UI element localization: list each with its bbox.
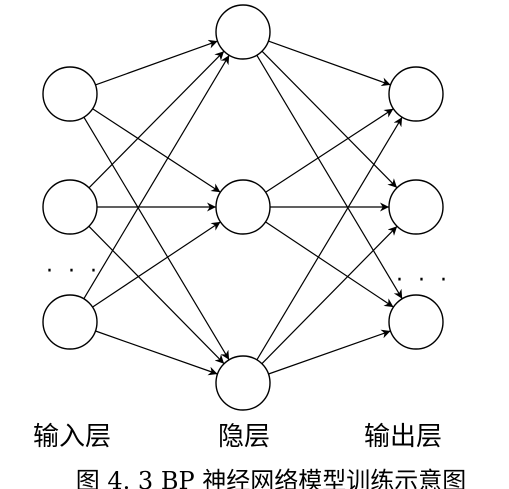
output-ellipsis: · · · bbox=[396, 268, 451, 293]
edge-hidden-1-to-output-1 bbox=[268, 40, 391, 87]
input-ellipsis: · · · bbox=[46, 259, 101, 284]
edge-hidden-2-to-output-3 bbox=[265, 221, 394, 308]
edge-hidden-3-to-output-1 bbox=[256, 116, 403, 361]
edge-input-3-to-hidden-2 bbox=[92, 221, 221, 308]
hidden-layer-label: 隐层 bbox=[218, 422, 270, 452]
edge-hidden-2-to-output-1 bbox=[265, 108, 394, 193]
neurons bbox=[42, 4, 444, 411]
output-neuron-3 bbox=[388, 294, 444, 350]
input-neuron-3 bbox=[42, 294, 98, 350]
edge-input-2-to-hidden-1 bbox=[88, 50, 225, 189]
input-neuron-1 bbox=[42, 66, 98, 122]
edge-hidden-3-to-output-3 bbox=[268, 329, 391, 375]
hidden-neuron-1 bbox=[215, 4, 271, 60]
hidden-neuron-2 bbox=[215, 179, 271, 235]
output-neuron-1 bbox=[388, 66, 444, 122]
edge-input-1-to-hidden-3 bbox=[83, 116, 230, 361]
input-neuron-2 bbox=[42, 179, 98, 235]
edge-input-3-to-hidden-1 bbox=[83, 54, 230, 300]
edge-hidden-1-to-output-2 bbox=[261, 50, 398, 189]
output-layer-label: 输出层 bbox=[364, 422, 442, 452]
edge-input-1-to-hidden-1 bbox=[95, 39, 218, 86]
edge-hidden-1-to-output-3 bbox=[256, 54, 403, 300]
connections bbox=[83, 39, 403, 376]
edge-input-2-to-hidden-3 bbox=[88, 225, 225, 365]
figure-caption: 图 4. 3 BP 神经网络模型训练示意图 bbox=[76, 467, 466, 489]
hidden-neuron-3 bbox=[215, 355, 271, 411]
edge-hidden-3-to-output-2 bbox=[261, 225, 398, 365]
input-layer-label: 输入层 bbox=[33, 422, 111, 452]
edge-input-1-to-hidden-2 bbox=[92, 108, 221, 193]
edge-input-3-to-hidden-3 bbox=[95, 330, 218, 376]
output-neuron-2 bbox=[388, 179, 444, 235]
